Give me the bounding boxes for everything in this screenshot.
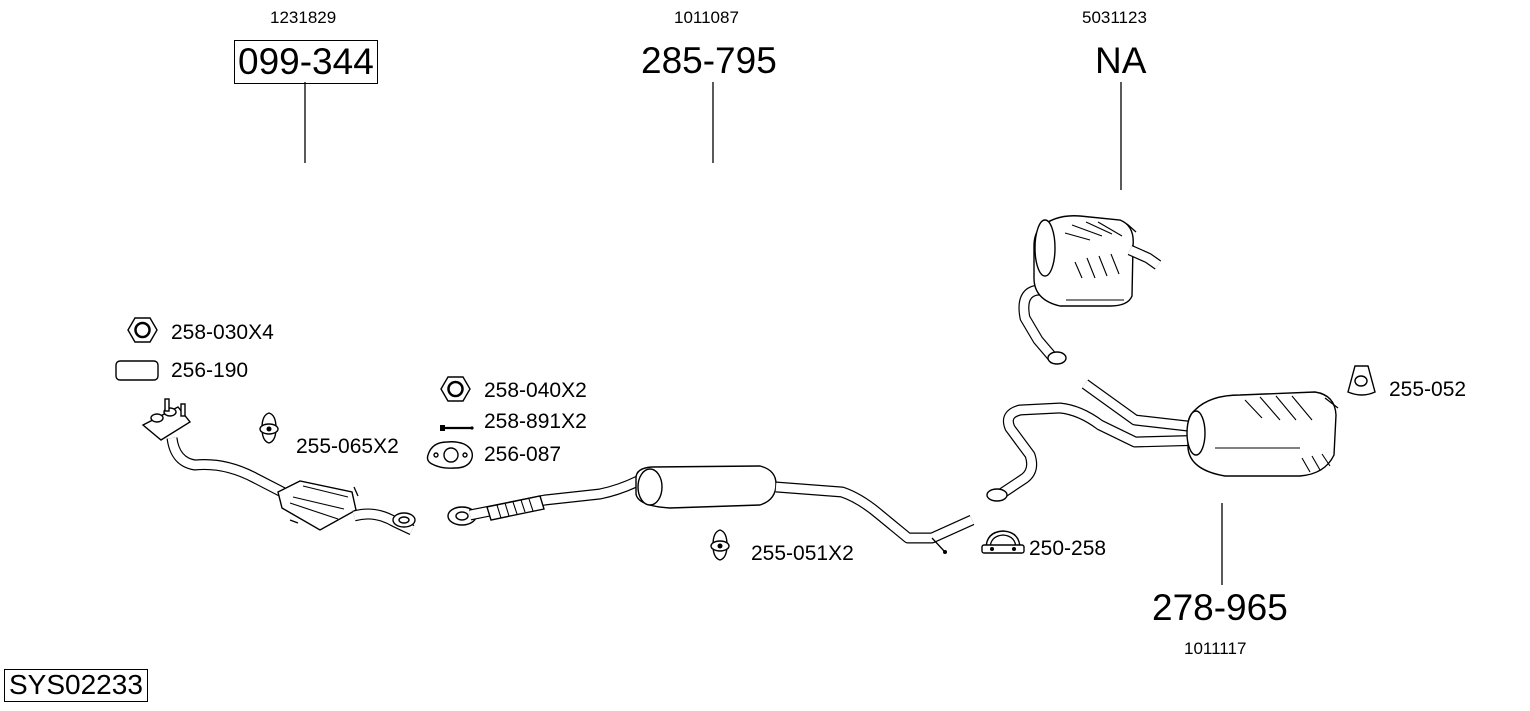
rubber-mount-icon bbox=[1347, 365, 1376, 396]
bolt-icon bbox=[440, 425, 474, 431]
oem-number-099-344: 1231829 bbox=[270, 8, 337, 27]
part-number-099-344[interactable]: 099-344 bbox=[234, 40, 378, 84]
rear-pipe-rear-muffler bbox=[986, 379, 1339, 502]
center-pipe-middle-muffler bbox=[447, 465, 975, 554]
oem-number-278-965: 1011117 bbox=[1184, 639, 1247, 658]
accessory-label-250-258[interactable]: 250-258 bbox=[1029, 537, 1107, 560]
leader-lines bbox=[304, 82, 1223, 585]
hex-nut-icon bbox=[440, 376, 471, 402]
accessory-label-258-030x4[interactable]: 258-030X4 bbox=[171, 321, 274, 344]
front-pipe-catalytic-converter bbox=[141, 398, 416, 535]
flange-gasket-icon bbox=[426, 441, 474, 469]
part-number-na[interactable]: NA bbox=[1095, 40, 1147, 81]
accessory-label-255-065x2[interactable]: 255-065X2 bbox=[296, 435, 399, 458]
accessory-label-255-052[interactable]: 255-052 bbox=[1389, 378, 1467, 401]
oem-number-285-795: 1011087 bbox=[674, 8, 739, 27]
accessory-label-258-891x2[interactable]: 258-891X2 bbox=[484, 410, 587, 433]
rear-muffler-alternative bbox=[1018, 215, 1162, 365]
part-number-278-965[interactable]: 278-965 bbox=[1152, 587, 1288, 628]
hex-nut-icon bbox=[127, 317, 158, 343]
pipe-clamp-icon bbox=[981, 530, 1025, 554]
rubber-hanger-icon bbox=[710, 529, 730, 561]
part-number-285-795[interactable]: 285-795 bbox=[641, 40, 777, 81]
rubber-hanger-icon bbox=[259, 412, 279, 444]
oem-number-na: 5031123 bbox=[1082, 8, 1147, 27]
accessory-label-258-040x2[interactable]: 258-040X2 bbox=[484, 379, 587, 402]
accessory-label-255-051x2[interactable]: 255-051X2 bbox=[751, 542, 854, 565]
accessory-label-256-190[interactable]: 256-190 bbox=[171, 359, 249, 382]
diagram-id: SYS02233 bbox=[4, 669, 148, 702]
accessory-label-256-087[interactable]: 256-087 bbox=[484, 443, 562, 466]
gasket-strip-icon bbox=[115, 360, 159, 381]
